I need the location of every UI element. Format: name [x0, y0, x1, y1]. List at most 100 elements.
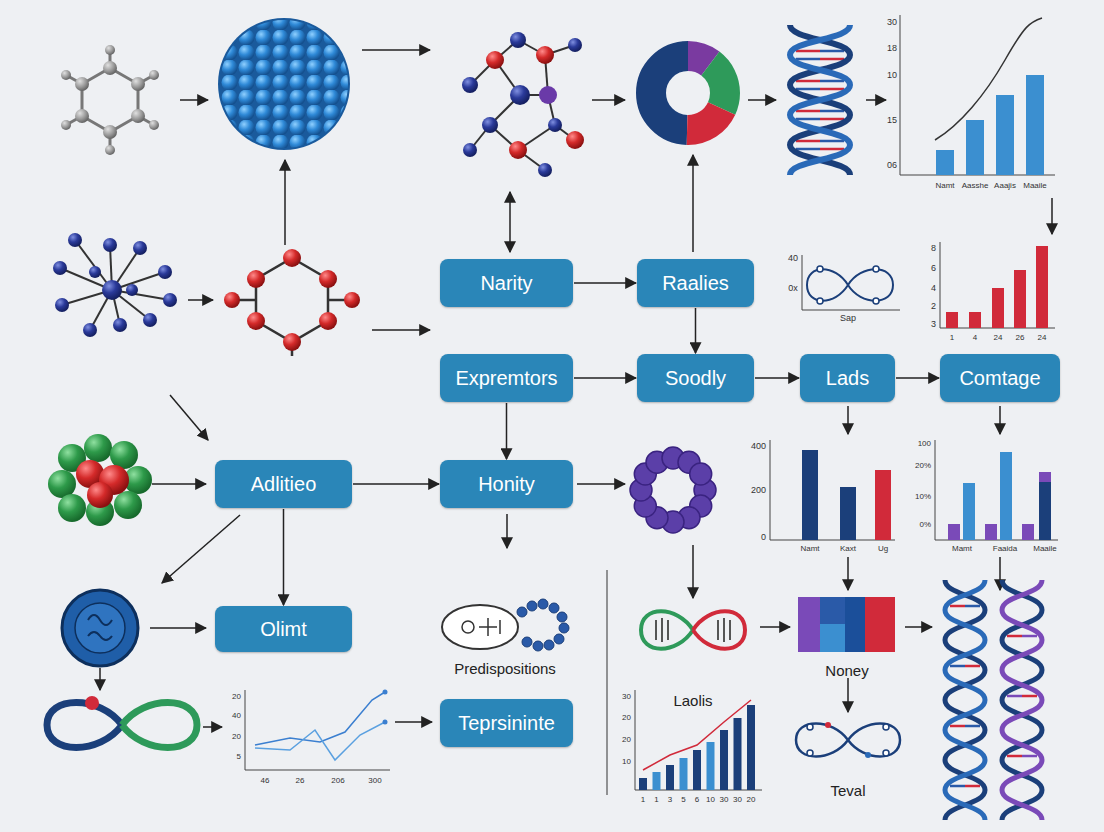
axis-tick-label: 5	[681, 796, 685, 804]
teval-icon	[796, 722, 900, 758]
box-label: Lads	[826, 367, 869, 389]
process-box: Comtage	[940, 354, 1060, 402]
axis-tick-label: Ug	[878, 545, 888, 553]
axis-tick-label: Aasshe	[962, 182, 989, 190]
network-molecule	[462, 32, 584, 177]
dna-pair	[945, 580, 1042, 820]
axis-tick-label: 300	[368, 777, 381, 785]
axis-tick-label: Maaile	[1023, 182, 1047, 190]
axis-tick-label: 8	[931, 244, 936, 253]
laolis-icon	[641, 611, 745, 649]
noney-heatmap	[798, 597, 895, 652]
axis-tick-label: 20	[232, 733, 241, 741]
axis-tick-label: 30	[622, 693, 631, 701]
infinity-loop	[47, 696, 197, 748]
axis-tick-label: 26	[296, 777, 305, 785]
axis-tick-label: 6	[695, 796, 699, 804]
box-label: Narity	[480, 272, 532, 294]
axis-tick-label: 20%	[915, 462, 931, 470]
box-label: Adlitieo	[251, 473, 317, 495]
axis-tick-label: 400	[751, 442, 766, 451]
process-box: Teprsininte	[440, 699, 573, 747]
axis-tick-label: 26	[1016, 334, 1025, 342]
green-red-cluster	[48, 434, 152, 526]
ring-molecule	[224, 249, 360, 356]
axis-tick-label: 3	[668, 796, 672, 804]
process-box: Raalies	[637, 259, 754, 307]
axis-tick-label: 1	[641, 796, 645, 804]
box-label: Expremtors	[455, 367, 557, 389]
bar-line-chart	[900, 15, 1055, 175]
axis-tick-label: 2	[931, 302, 936, 311]
axis-tick-label: 5	[237, 753, 241, 761]
axis-tick-label: 20	[622, 736, 631, 744]
cell-icon	[62, 590, 138, 666]
box-label: Honity	[478, 473, 535, 495]
axis-tick-label: Maaile	[1033, 545, 1057, 553]
axis-tick-label: 206	[331, 777, 344, 785]
axis-tick-label: 0%	[919, 521, 931, 529]
axis-tick-label: Namt	[935, 182, 954, 190]
small-bar-chart	[635, 690, 762, 790]
predispositions-icon	[442, 599, 569, 651]
connector-arrow	[283, 509, 285, 605]
axis-tick-label: Namt	[800, 545, 819, 553]
connector-arrow	[353, 483, 439, 485]
axis-tick-label: 20	[622, 714, 631, 722]
box-label: Raalies	[662, 272, 729, 294]
protein-ring	[630, 447, 716, 533]
axis-tick-label: 40	[788, 254, 798, 263]
axis-tick-label: 30	[720, 796, 729, 804]
axis-tick-label: 0	[761, 533, 766, 542]
axis-tick-label: Sap	[840, 314, 856, 323]
axis-tick-label: 30	[887, 18, 897, 27]
connector-arrow	[896, 377, 939, 379]
axis-tick-label: 18	[887, 44, 897, 53]
connector-arrow	[695, 308, 697, 353]
network-molecule-2	[53, 233, 177, 337]
connector-arrow	[574, 282, 636, 284]
process-box: Olimt	[215, 606, 352, 652]
grouped-bar-chart	[935, 440, 1058, 540]
axis-tick-label: 10	[887, 71, 897, 80]
axis-tick-label: 1	[950, 334, 954, 342]
box-label: Olimt	[260, 618, 307, 640]
axis-tick-label: 46	[261, 777, 270, 785]
axis-tick-label: Faaida	[993, 545, 1017, 553]
axis-tick-label: 24	[1038, 334, 1047, 342]
axis-tick-label: 1	[654, 796, 658, 804]
axis-tick-label: 15	[887, 116, 897, 125]
process-box: Adlitieo	[215, 460, 352, 508]
connector-arrow	[574, 377, 636, 379]
line-chart	[245, 690, 390, 771]
axis-tick-label: Mamt	[952, 545, 972, 553]
process-box: Narity	[440, 259, 573, 307]
hexagon-molecule	[61, 45, 159, 155]
box-label: Comtage	[959, 367, 1040, 389]
process-box: Soodly	[637, 354, 754, 402]
process-box: Honity	[440, 460, 573, 508]
axis-tick-label: 4	[931, 284, 936, 293]
bar-chart	[770, 440, 895, 540]
axis-tick-label: 30	[733, 796, 742, 804]
figure-caption: Predispositions	[454, 661, 556, 676]
box-label: Teprsininte	[458, 712, 555, 734]
figure-caption: Noney	[825, 663, 868, 678]
process-box: Lads	[800, 354, 895, 402]
axis-tick-label: Aaajis	[994, 182, 1016, 190]
axis-tick-label: 0x	[788, 284, 798, 293]
axis-tick-label: 20	[747, 796, 756, 804]
dna-helix	[790, 25, 850, 175]
axis-tick-label: 4	[973, 334, 977, 342]
axis-tick-label: 100	[918, 440, 931, 448]
infinity-chart	[802, 255, 900, 310]
figure-caption: Laolis	[673, 693, 712, 708]
process-box: Expremtors	[440, 354, 573, 402]
box-label: Soodly	[665, 367, 726, 389]
axis-tick-label: 6	[931, 264, 936, 273]
figure-caption: Teval	[830, 783, 865, 798]
connector-arrow	[506, 403, 508, 459]
axis-tick-label: 24	[994, 334, 1003, 342]
decorative-arrows	[100, 50, 1052, 795]
axis-tick-label: 06	[887, 161, 897, 170]
